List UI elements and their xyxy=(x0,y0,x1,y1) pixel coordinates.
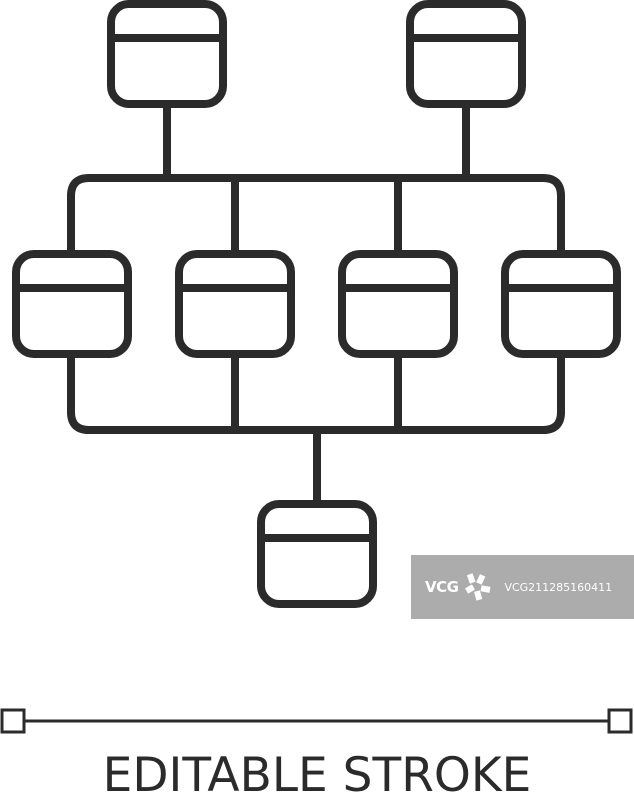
watermark-logo-text: VCG xyxy=(425,578,459,596)
middle-node-2 xyxy=(175,250,295,358)
upper-bus xyxy=(67,174,565,256)
middle-node-3 xyxy=(338,250,458,358)
bottom-node xyxy=(257,500,377,608)
watermark-id: VCG211285160411 xyxy=(504,580,613,594)
middle-node-4 xyxy=(501,250,621,358)
stroke-handle-left xyxy=(0,708,26,734)
editable-stroke-caption: EDITABLE STROKE xyxy=(102,748,532,803)
lower-bus xyxy=(67,352,565,434)
top-node-right xyxy=(406,0,526,108)
top-node-left xyxy=(107,0,227,108)
watermark: VCG VCG211285160411 xyxy=(411,555,634,619)
middle-node-1 xyxy=(12,250,132,358)
vcg-logo-icon xyxy=(465,573,491,601)
editable-stroke-indicator xyxy=(0,708,633,734)
stroke-handle-right xyxy=(607,708,633,734)
